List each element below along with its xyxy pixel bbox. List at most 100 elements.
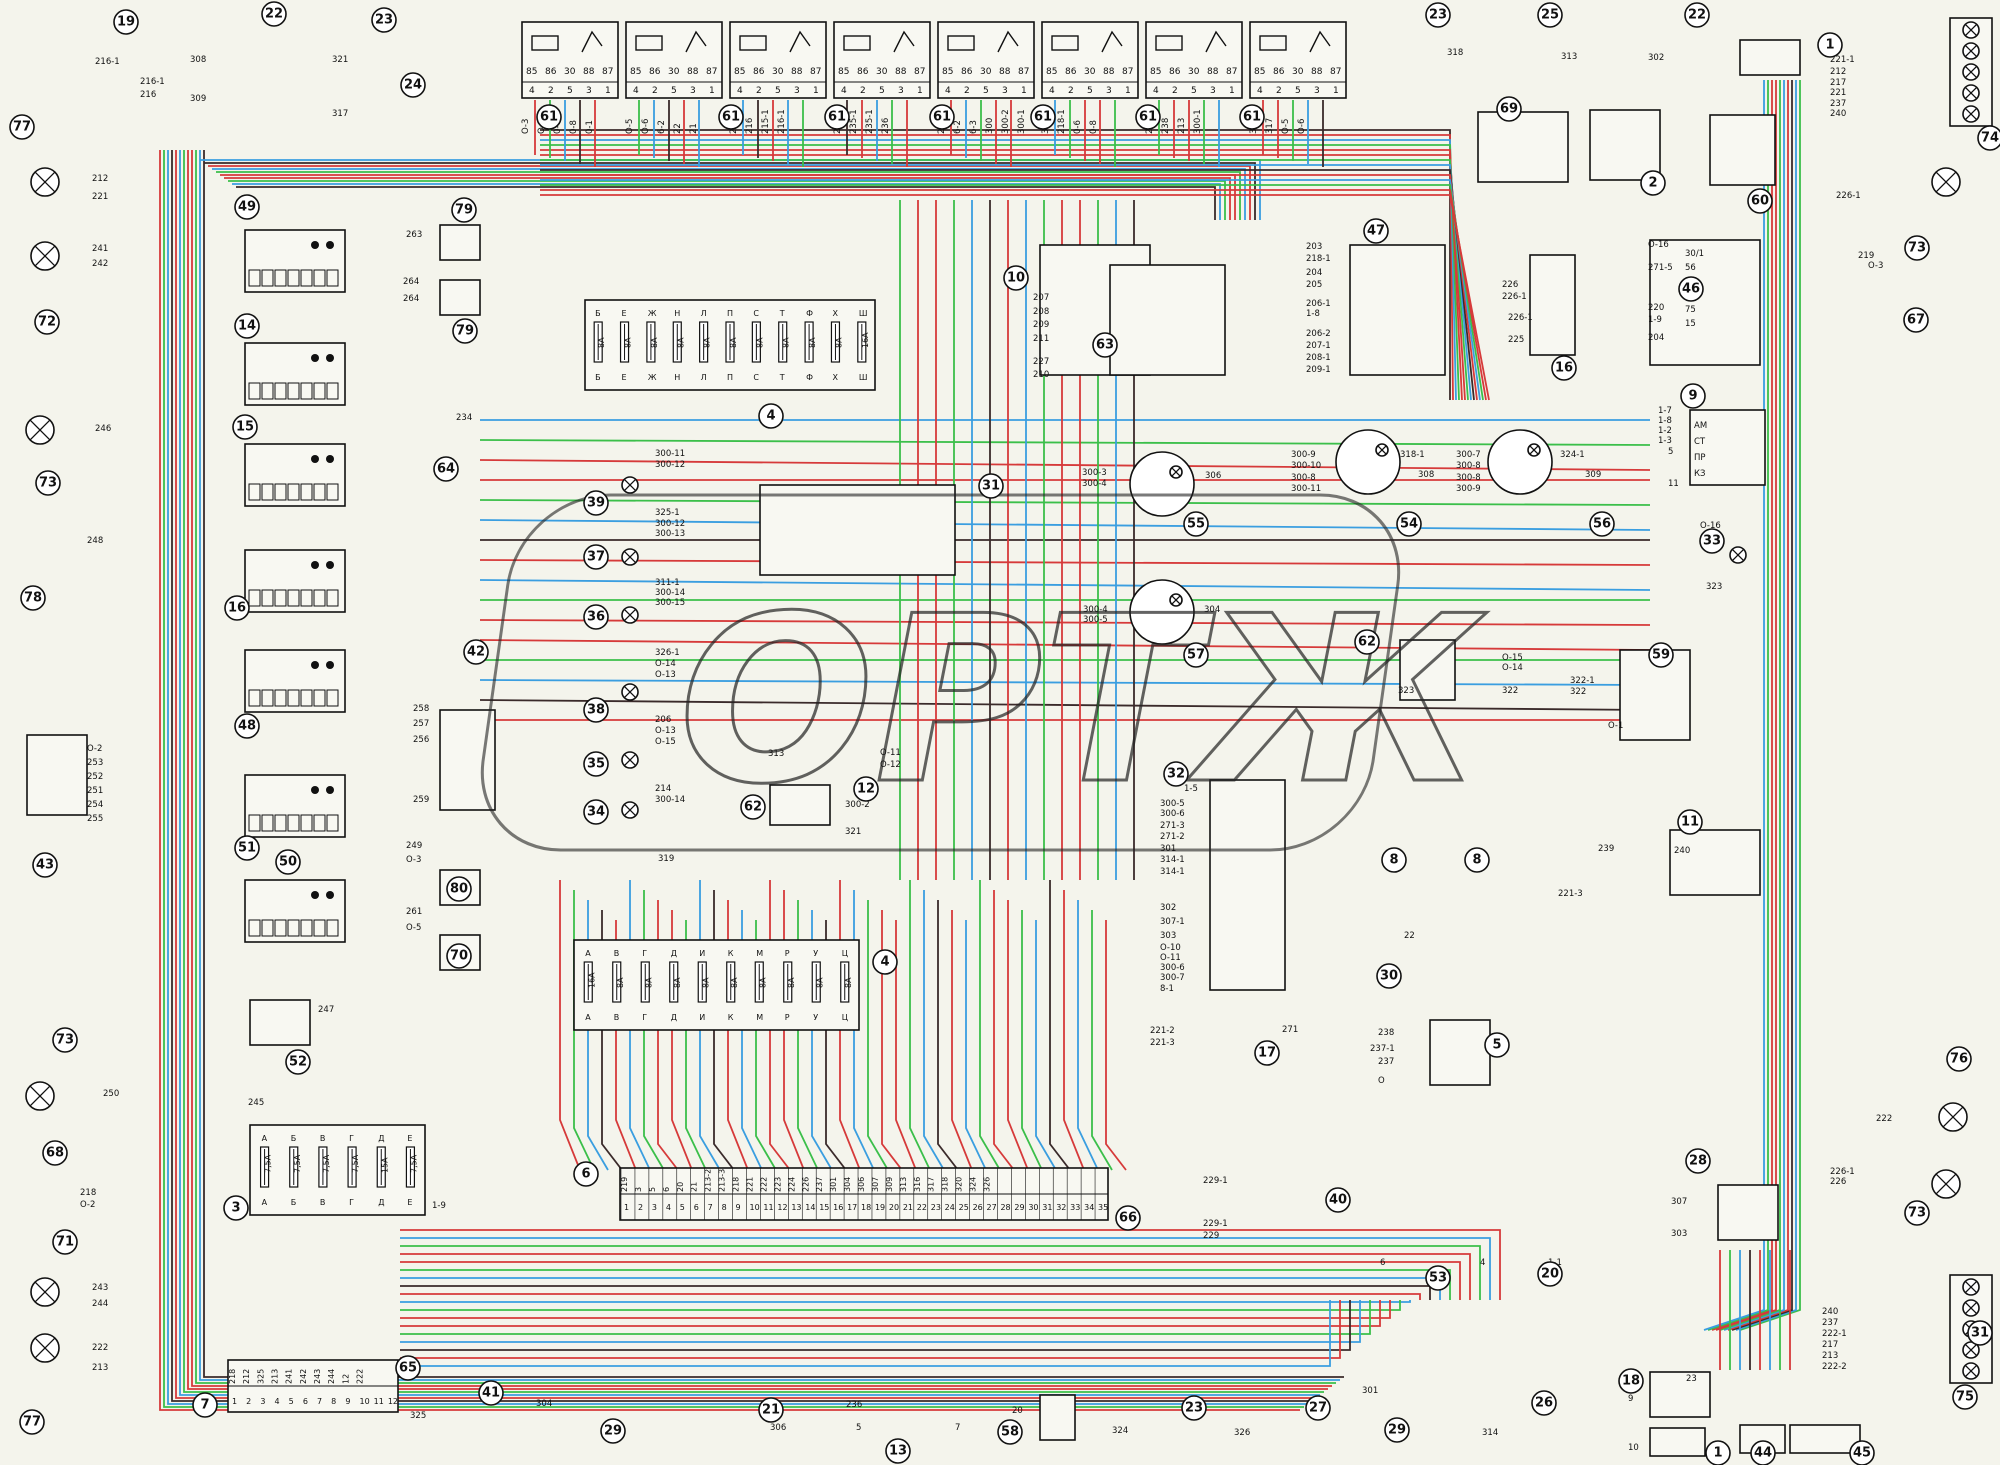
relay-wire-label: O-3 xyxy=(521,119,531,134)
connector-pin-number: 21 xyxy=(903,1203,913,1212)
relay-pin-label: 87 xyxy=(914,67,925,77)
fuse-terminal: М xyxy=(756,1013,763,1022)
switch-9-terminal-label: СТ xyxy=(1694,437,1706,447)
callout-number: 61 xyxy=(828,110,846,125)
callout-circle xyxy=(872,949,898,975)
wire-label: O-5 xyxy=(406,923,421,933)
relay-wire-label: O-5 xyxy=(1281,119,1291,134)
relay-pin-label: 88 xyxy=(791,67,803,77)
wire-label: 226-1 xyxy=(1508,313,1533,323)
callout-circle xyxy=(583,544,609,570)
component-callout: 61 xyxy=(718,104,744,130)
component-callout: 18 xyxy=(1618,1368,1644,1394)
component-callout: 79 xyxy=(451,197,477,223)
callout-number: 61 xyxy=(1034,110,1052,125)
wire-harness xyxy=(159,80,1801,1411)
relay-pin-label: 87 xyxy=(602,67,613,77)
callout-circle xyxy=(1363,218,1389,244)
relay-terminal-number: 4 xyxy=(1153,86,1159,96)
component-callout: 50 xyxy=(275,849,301,875)
wire-label: 325 xyxy=(410,1411,426,1421)
light-cluster-lamp xyxy=(1962,1362,1980,1380)
lamp-cross xyxy=(1935,171,1957,193)
trunk-wire xyxy=(163,150,1304,1408)
relay-pin-label: 30 xyxy=(1188,67,1200,77)
wire-label: 216 xyxy=(140,90,156,100)
component-callout: 49 xyxy=(234,194,260,220)
callout-number: 8 xyxy=(1389,853,1398,868)
connector-pin-number: 10 xyxy=(749,1203,759,1212)
connector-pin-number: 17 xyxy=(847,1203,857,1212)
fuse-rating: 8A xyxy=(624,337,633,348)
callout-number: 32 xyxy=(1167,767,1185,782)
component-callout: 74 xyxy=(1977,125,2000,151)
fuse-terminal: П xyxy=(727,309,733,318)
relay-terminal-number: 3 xyxy=(1106,86,1112,96)
callout-circle xyxy=(885,1438,911,1464)
wire-label: 210 xyxy=(1033,370,1049,380)
wire-label: 218 xyxy=(80,1188,96,1198)
wire-label: O-15 xyxy=(1502,653,1523,663)
wire-label: 213 xyxy=(1822,1351,1838,1361)
wire-label: 318-1 xyxy=(1400,450,1425,460)
relay-terminal-number: 3 xyxy=(690,86,696,96)
callout-circle xyxy=(718,104,744,130)
wire-label: 300-9 xyxy=(1291,450,1316,460)
connector-pin-number: 31 xyxy=(1042,1203,1052,1212)
callout-number: 74 xyxy=(1981,131,1999,146)
wire-label: 326 xyxy=(1234,1428,1250,1438)
wire-label: 212 xyxy=(1830,67,1846,77)
wire-label: 1-3 xyxy=(1658,436,1672,446)
component-callout: 73 xyxy=(1904,1200,1930,1226)
relay-terminal-number: 2 xyxy=(860,86,866,96)
callout-circle xyxy=(1640,170,1666,196)
connector-pin-number: 2 xyxy=(246,1397,251,1406)
component-callout: 22 xyxy=(261,1,287,27)
fuse-terminal: М xyxy=(756,949,763,958)
callout-circle xyxy=(1496,96,1522,122)
wire-label: 311-1 xyxy=(655,578,680,588)
wire-label: 264 xyxy=(403,294,419,304)
wire-label: 211 xyxy=(1033,334,1049,344)
lower-bus-wire xyxy=(400,1300,1411,1303)
relay-terminal-number: 1 xyxy=(1125,86,1131,96)
indicator-lamp xyxy=(621,476,639,494)
wire-label: 20 xyxy=(1012,1406,1023,1416)
wire-label: 226-1 xyxy=(1502,292,1527,302)
lamp-cross xyxy=(1529,445,1539,455)
relay-contact xyxy=(581,30,603,53)
fuse-terminal: Г xyxy=(349,1134,354,1143)
switch-terminal xyxy=(248,919,261,937)
relay-pin-label: 87 xyxy=(1018,67,1029,77)
component-callout: 73 xyxy=(35,470,61,496)
component-callout: 77 xyxy=(9,114,35,140)
light-cluster-lamp xyxy=(1962,1341,1980,1359)
fuse-terminal: Д xyxy=(378,1134,384,1143)
wire-label: 300-5 xyxy=(1083,615,1108,625)
connector-wire-label: 223 xyxy=(773,1177,782,1192)
relay-wire-label: O-5 xyxy=(625,119,635,134)
connector-wire-label: 218 xyxy=(228,1369,237,1384)
callout-number: 55 xyxy=(1187,517,1205,532)
switch-50 xyxy=(244,879,346,943)
gauge xyxy=(1487,429,1553,495)
component-callout: 61 xyxy=(929,104,955,130)
component-callout: 73 xyxy=(1904,235,1930,261)
lower-bus-wire xyxy=(400,1300,1341,1359)
lamp-76 xyxy=(1938,1102,1968,1132)
callout-number: 64 xyxy=(437,462,455,477)
switch-47 xyxy=(1349,244,1446,376)
wire-label: 300-8 xyxy=(1291,473,1316,483)
wire-label: 222-1 xyxy=(1822,1329,1847,1339)
relay-59 xyxy=(1619,649,1691,741)
connector-pin-number: 3 xyxy=(260,1397,265,1406)
fuse-terminal: В xyxy=(614,949,620,958)
component-callout: 14 xyxy=(234,313,260,339)
callout-circle xyxy=(1967,1320,1993,1346)
lamp-cross xyxy=(623,550,637,564)
callout-circle xyxy=(35,470,61,496)
wire-label: 239 xyxy=(1598,844,1614,854)
relay-bus-wire xyxy=(540,174,1478,401)
component-callout: 4 xyxy=(872,949,898,975)
connector-pin-number: 6 xyxy=(694,1203,699,1212)
